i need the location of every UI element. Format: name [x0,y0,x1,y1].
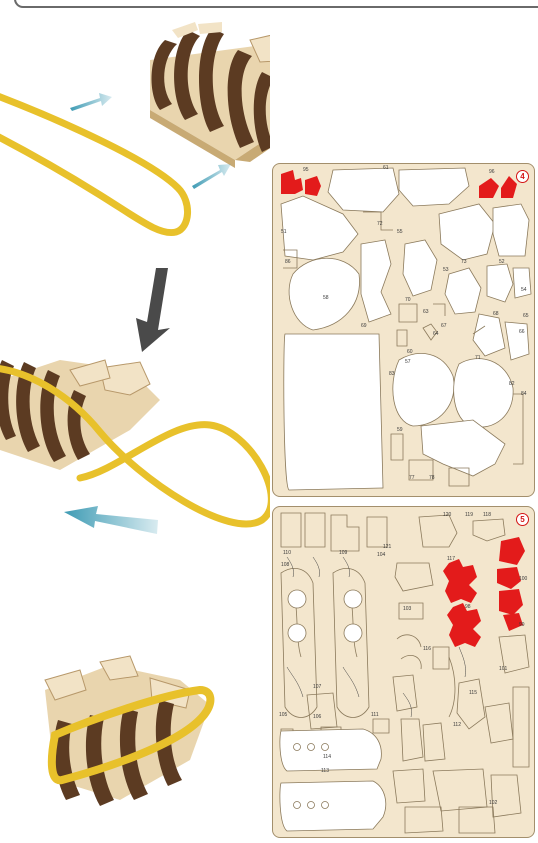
part-label: 60 [407,350,413,355]
part-label: 68 [493,312,499,317]
part-label: 84 [521,392,527,397]
part-label: 52 [499,260,505,265]
spine-piece-top [150,22,270,168]
part-label: 83 [389,372,395,377]
part-label: 65 [523,314,529,319]
part-label: 119 [465,513,473,518]
part-label: 96 [489,170,495,175]
part-label: 113 [321,769,329,774]
part-label: 102 [489,801,497,806]
part-label: 98 [465,605,471,610]
part-label: 103 [403,607,411,612]
part-label: 64 [433,332,439,337]
sheet-number-badge: 5 [516,513,529,526]
part-label: 55 [397,230,403,235]
part-label: 116 [423,647,431,652]
arrow-down-icon [136,268,170,352]
sheet-holes [288,590,362,809]
part-sheet-5-cutouts [273,507,535,838]
assembly-illustration [0,0,270,843]
part-label: 51 [281,230,287,235]
part-label: 70 [405,298,411,303]
part-label: 58 [323,296,329,301]
part-label: 114 [323,755,331,760]
part-label: 100 [519,577,527,582]
part-label: 82 [509,382,515,387]
part-label: 106 [313,715,321,720]
part-label: 61 [383,166,389,171]
part-label: 121 [383,545,391,550]
part-label: 111 [371,713,379,718]
part-label: 107 [313,685,321,690]
part-label: 108 [281,563,289,568]
part-label: 53 [443,268,449,273]
part-label: 118 [483,513,491,518]
part-label: 57 [405,360,411,365]
sheet-number-badge: 4 [516,170,529,183]
part-label: 112 [453,723,461,728]
part-label: 77 [409,476,415,481]
part-label: 109 [339,551,347,556]
part-sheet-5: 5 108 105 110 109 104 106 100 99 107 98 … [272,506,535,838]
push-arrow-icon [192,164,231,189]
part-label: 110 [283,551,291,556]
part-label: 115 [469,691,477,696]
part-label: 86 [285,260,291,265]
part-label: 78 [429,476,435,481]
pull-arrow-icon [64,506,158,534]
part-label: 73 [461,260,467,265]
part-label: 95 [303,168,309,173]
part-label: 63 [423,310,429,315]
highlighted-parts [443,537,525,647]
part-label: 117 [447,557,455,562]
part-label: 54 [521,288,527,293]
part-label: 101 [499,667,507,672]
part-label: 69 [361,324,367,329]
part-label: 99 [519,623,525,628]
part-label: 67 [441,324,447,329]
part-sheet-4-cutouts [273,164,535,497]
push-arrow-icon [70,93,112,111]
part-label: 66 [519,330,525,335]
engraving-lines [287,557,466,717]
part-label: 120 [443,513,451,518]
part-label: 105 [279,713,287,718]
part-sheet-4: 4 95 61 96 51 72 55 52 53 73 86 54 58 69… [272,163,535,497]
part-label: 71 [475,356,481,361]
part-label: 59 [397,428,403,433]
part-label: 104 [377,553,385,558]
part-label: 72 [377,222,383,227]
